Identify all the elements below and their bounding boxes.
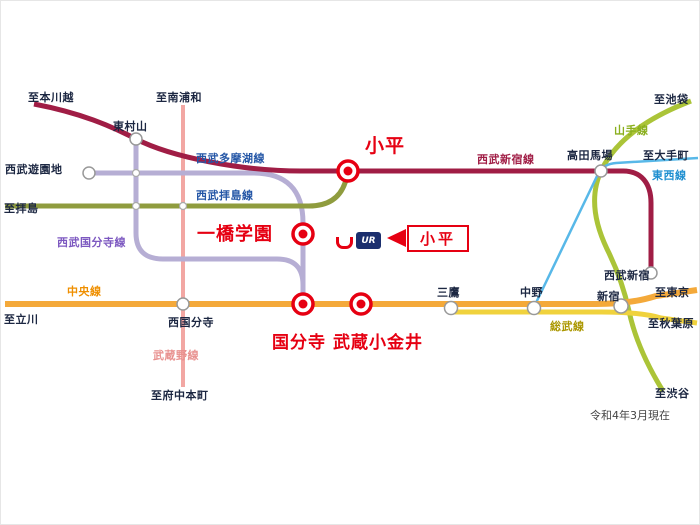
ur-logo-text: UR [356,232,381,249]
station-marker-shinjuku [613,298,629,314]
callout-arrow-icon [387,229,406,247]
dest-ikebukuro: 至池袋 [654,93,689,106]
ur-logo-icon [336,236,353,249]
highlight-label-musashi-koganei: 武蔵小金井 [333,333,423,353]
line-label-chuo: 中央線 [67,285,102,298]
line-label-seibu-haijima: 西武拝島線 [196,189,254,202]
line-label-seibu-kokubunji: 西武国分寺線 [57,236,126,249]
line-label-sobu: 総武線 [550,320,585,333]
highlight-dot [343,166,353,176]
station-marker-nishi-kokubunji [176,297,190,311]
dest-tokyo: 至東京 [655,286,690,299]
dest-tachikawa: 至立川 [4,313,39,326]
highlight-label-kodaira: 小平 [365,135,406,157]
highlight-dot [298,229,308,239]
dest-akihabara: 至秋葉原 [648,317,694,330]
sobu-line [451,309,698,326]
station-label-nakano: 中野 [520,286,543,299]
highlight-dot [298,299,308,309]
chuo-line [5,287,698,307]
dest-otemachi: 至大手町 [643,149,689,162]
line-label-seibu-shinjuku: 西武新宿線 [477,153,535,166]
station-label-mitaka: 三鷹 [437,286,460,299]
kodaira-callout: 小平 [407,225,469,252]
highlight-dot [356,299,366,309]
yamanote-line [592,98,692,393]
seibu-shinjuku-line [33,101,654,273]
line-label-yamanote: 山手線 [614,124,649,137]
crossing-dot [178,201,188,211]
dest-minami-urawa: 至南浦和 [156,91,202,104]
map-date-note: 令和4年3月現在 [590,409,670,422]
seibu-tamako-line [89,170,306,301]
station-label-seibu-yuenchi: 西武遊園地 [5,163,63,176]
station-label-takadanobaba: 高田馬場 [567,149,613,162]
highlight-label-hitotsubashi: 一橋学園 [197,224,273,245]
station-marker-takadanobaba [594,164,608,178]
dest-fuchu-hommachi: 至府中本町 [151,389,209,402]
station-marker-mitaka [443,300,459,316]
ur-badge: UR [336,232,381,249]
seibu-haijima-line [5,171,352,209]
dest-shibuya: 至渋谷 [655,387,690,400]
line-label-musashino: 武蔵野線 [153,349,199,362]
highlight-marker-kokubunji [291,292,315,316]
highlight-marker-hitotsubashi-gakuen [291,222,315,246]
station-label-seibu-shinjuku: 西武新宿 [604,269,650,282]
station-label-higashi-murayama: 東村山 [113,120,148,133]
station-label-nishi-kokubunji: 西国分寺 [168,316,214,329]
highlight-marker-musashi-koganei [349,292,373,316]
line-label-seibu-tamako: 西武多摩湖線 [196,152,265,165]
dest-haijima: 至拝島 [4,202,39,215]
station-marker-nakano [526,300,542,316]
highlight-label-kokubunji: 国分寺 [272,333,326,353]
crossing-dot [131,201,141,211]
station-marker-seibu-shinjuku [644,266,658,280]
station-label-shinjuku: 新宿 [597,290,620,303]
dest-hongawagoe: 至本川越 [28,91,74,104]
station-marker-higashi-murayama [129,132,143,146]
highlight-marker-kodaira [336,159,360,183]
line-label-tozai: 東西線 [652,169,687,182]
station-marker-seibu-yuenchi [82,166,96,180]
crossing-dot [131,168,141,178]
